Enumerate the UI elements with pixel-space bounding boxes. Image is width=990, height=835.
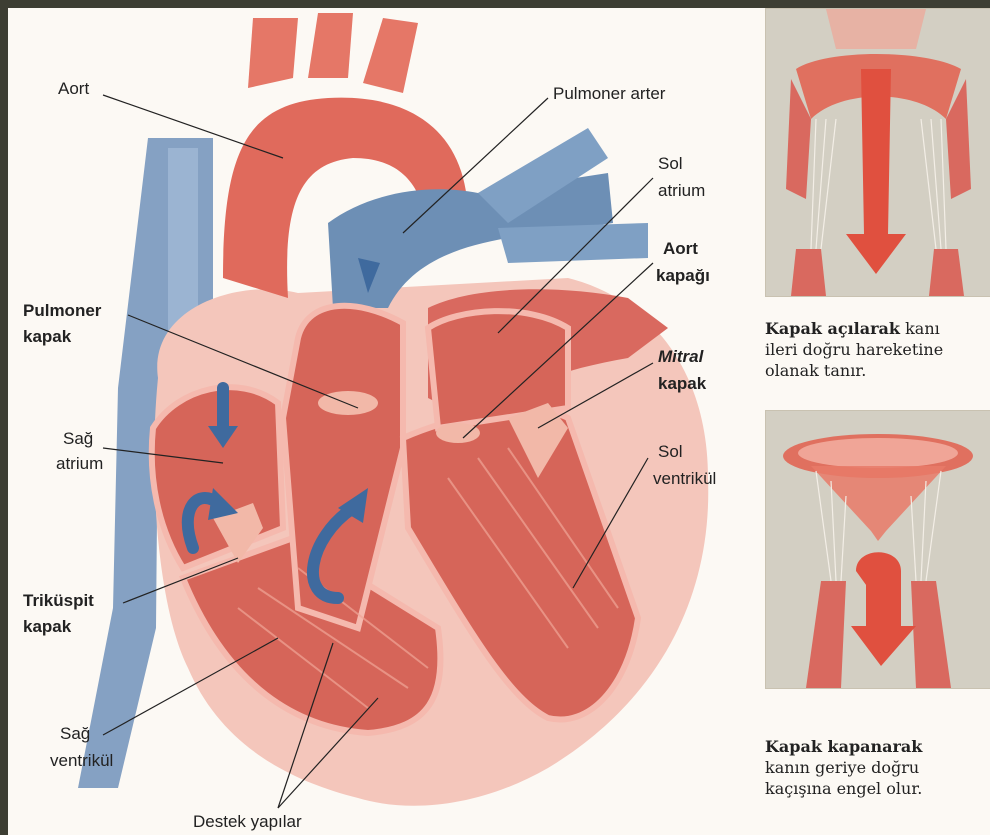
label-mitral-kapak-2: kapak [658, 373, 706, 395]
label-pulmoner-kapak-1: Pulmoner [23, 300, 101, 322]
valve-closed-panel [765, 410, 990, 689]
label-sol-atrium-1: Sol [658, 153, 683, 175]
label-sol-ventrikul-1: Sol [658, 441, 683, 463]
valve-closed-illustration [766, 411, 990, 688]
caption-open-line3: olanak tanır. [765, 360, 866, 381]
valve-open-illustration [766, 9, 990, 296]
label-trikuspit-kapak-2: kapak [23, 616, 71, 638]
label-destek-yapilar: Destek yapılar [193, 811, 302, 833]
label-mitral-kapak-1: Mitral [658, 346, 703, 368]
label-sag-atrium-1: Sağ [63, 428, 93, 450]
aortic-valve [436, 423, 480, 443]
figure-page: Aort Pulmoner arter Sol atrium Aort kapa… [8, 8, 990, 835]
label-aort-kapagi-2: kapağı [656, 265, 710, 287]
label-sag-atrium-2: atrium [56, 453, 103, 475]
label-sol-ventrikul-2: ventrikül [653, 468, 716, 490]
caption-open-line2: ileri doğru hareketine [765, 339, 943, 360]
label-aort-kapagi-1: Aort [663, 238, 698, 260]
label-sag-ventrikul-2: ventrikül [50, 750, 113, 772]
caption-open-bold: Kapak açılarak [765, 319, 900, 338]
caption-closed-line1: Kapak kapanarak [765, 736, 922, 757]
label-pulmoner-arter: Pulmoner arter [553, 83, 665, 105]
label-aort: Aort [58, 78, 89, 100]
heart-illustration [8, 8, 748, 835]
caption-open-line1: Kapak açılarak kanı [765, 318, 940, 339]
label-trikuspit-kapak-1: Triküspit [23, 590, 94, 612]
caption-closed-line2: kanın geriye doğru [765, 757, 919, 778]
label-sag-ventrikul-1: Sağ [60, 723, 90, 745]
caption-closed-line3: kaçışına engel olur. [765, 778, 922, 799]
caption-open-rest: kanı [900, 319, 940, 338]
valve-open-panel [765, 8, 990, 297]
label-pulmoner-kapak-2: kapak [23, 326, 71, 348]
label-sol-atrium-2: atrium [658, 180, 705, 202]
pulmonary-valve [318, 391, 378, 415]
